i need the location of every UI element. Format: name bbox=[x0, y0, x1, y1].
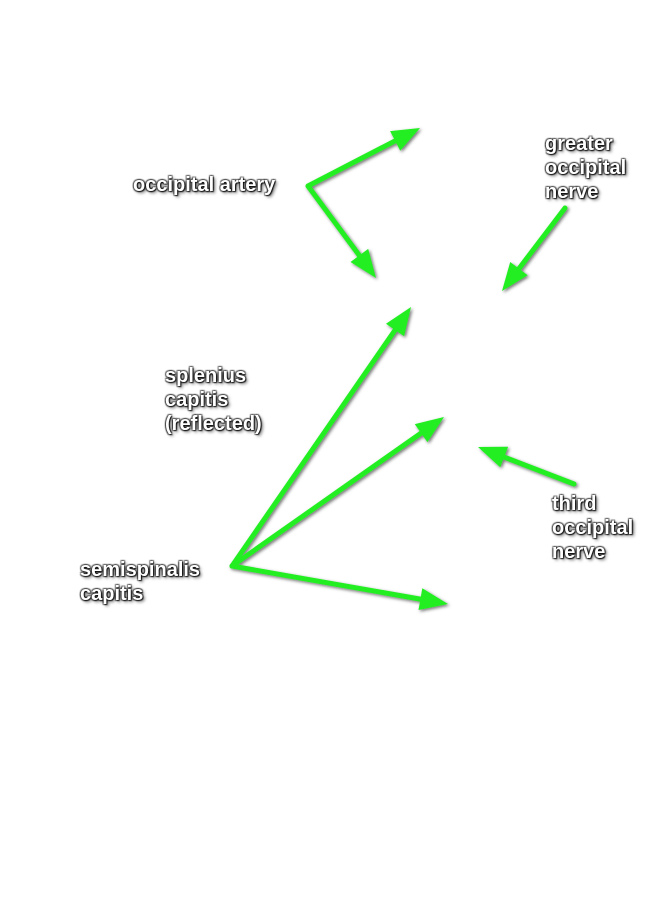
label-greater-occipital-nerve-line-2: occipital bbox=[545, 157, 627, 179]
arrow-greater-occipital-nerve bbox=[502, 205, 568, 291]
arrow-third-occipital-nerve-head bbox=[478, 446, 509, 468]
label-occipital-artery-line: occipital artery bbox=[133, 174, 276, 196]
label-splenius-capitis-line-3: (reflected) bbox=[165, 413, 262, 435]
arrow-occipital-artery-upper-head bbox=[390, 128, 420, 151]
arrow-semispinalis-to-middle-shaft bbox=[229, 429, 426, 569]
label-semispinalis-capitis-line-2: capitis bbox=[80, 583, 144, 605]
arrow-semispinalis-to-lower-head bbox=[418, 588, 448, 610]
label-splenius-capitis: splenius capitis (reflected) bbox=[165, 364, 262, 436]
label-semispinalis-capitis: semispinalis capitis bbox=[80, 558, 200, 606]
label-third-occipital-nerve-line-2: occipital bbox=[552, 517, 634, 539]
label-splenius-capitis-line-1: splenius bbox=[165, 365, 247, 387]
arrow-occipital-artery-upper-shaft bbox=[305, 137, 400, 189]
label-occipital-artery: occipital artery bbox=[133, 173, 275, 197]
label-third-occipital-nerve: third occipital nerve bbox=[552, 492, 633, 564]
label-greater-occipital-nerve: greater occipital nerve bbox=[545, 132, 626, 204]
arrow-semispinalis-to-lower bbox=[229, 563, 448, 610]
label-third-occipital-nerve-line-3: nerve bbox=[552, 541, 606, 563]
arrow-semispinalis-to-upper bbox=[229, 307, 411, 569]
label-semispinalis-capitis-line-1: semispinalis bbox=[80, 559, 201, 581]
label-third-occipital-nerve-line-1: third bbox=[552, 493, 597, 515]
arrow-semispinalis-to-lower-shaft bbox=[229, 563, 425, 602]
label-splenius-capitis-line-2: capitis bbox=[165, 389, 229, 411]
arrow-occipital-artery-lower bbox=[305, 183, 376, 278]
arrow-greater-occipital-nerve-head bbox=[502, 262, 528, 291]
arrow-occipital-artery-lower-head bbox=[350, 248, 376, 278]
label-greater-occipital-nerve-line-1: greater bbox=[545, 133, 613, 155]
arrow-semispinalis-to-upper-head bbox=[386, 307, 411, 337]
arrow-semispinalis-to-middle-head bbox=[414, 417, 444, 443]
arrow-semispinalis-to-middle bbox=[229, 417, 444, 569]
arrow-semispinalis-to-upper-shaft bbox=[229, 325, 399, 569]
label-greater-occipital-nerve-line-3: nerve bbox=[545, 181, 599, 203]
arrow-occipital-artery-lower-shaft bbox=[305, 183, 364, 260]
arrow-greater-occipital-nerve-shaft bbox=[515, 205, 568, 273]
arrow-third-occipital-nerve-shaft bbox=[499, 453, 577, 487]
arrow-third-occipital-nerve bbox=[478, 446, 577, 487]
arrow-occipital-artery-upper bbox=[305, 128, 420, 189]
